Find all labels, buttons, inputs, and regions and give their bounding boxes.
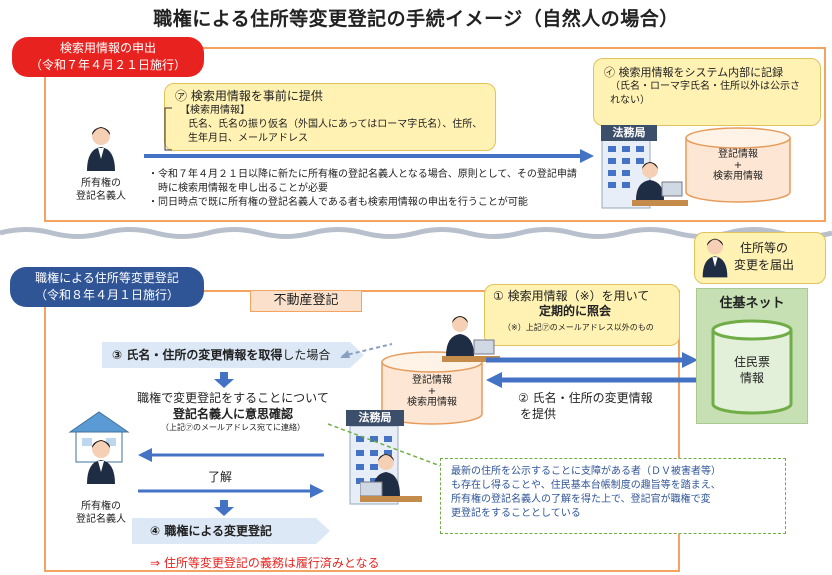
callout-record-search-info: ㋑ 検索用情報をシステム内部に記録 （氏名・ローマ字氏名・住所以外は公示さ れな… (593, 58, 821, 126)
real-estate-registration-label: 不動産登記 (250, 290, 362, 312)
bottom-db-line3: 検索用情報 (407, 397, 457, 408)
top-section-tag: 検索用情報の申出 （令和７年４月２１日施行） (12, 37, 204, 77)
bottom-person-label-2: 登記名義人 (76, 514, 126, 525)
bottom-person-label-1: 所有権の (81, 501, 121, 512)
agree-label: 了解 (208, 470, 233, 484)
bottom-database-cylinder (381, 351, 483, 425)
top-db-line2: + (733, 160, 743, 171)
bottom-office-sign: 法務局 (346, 410, 404, 426)
resident-callout-1: 住所等の (740, 241, 789, 255)
result-text: ⇒ 住所等変更登記の義務は履行済みとなる (150, 556, 380, 570)
step4-bar-shape (132, 518, 330, 544)
juki-database-cylinder (711, 319, 793, 415)
dv-note-3: 所有権の登記名義人の了解を得た上で、登記官が職権で変 (451, 494, 711, 505)
resident-person-icon (702, 238, 728, 278)
top-person-label: 所有権の 登記名義人 (64, 177, 138, 203)
top-person-label-1: 所有権の (81, 178, 121, 189)
dv-note-1: 最新の住所を公示することに支障がある者（ＤＶ被害者等） (451, 466, 721, 477)
section-divider-wave (0, 227, 832, 239)
bottom-person-label: 所有権の 登記名義人 (64, 500, 138, 526)
owner-person-icon-bottom (87, 440, 115, 484)
step3-dashed-arrow (340, 343, 393, 358)
step2-label: ② 氏名・住所の変更情報 を提供 (518, 390, 653, 422)
note-1: ・令和７年４月２１日以降に新たに所有権の登記名義人となる場合、原則として、その登… (148, 169, 577, 180)
top-tag-line2: （令和７年４月２１日施行） (29, 58, 186, 72)
note-3: ・同日時点で既に所有権の登記名義人である者も検索用情報の申出を行うことが可能 (148, 197, 528, 208)
juki-db-line2: 情報 (739, 371, 764, 385)
owner-person-icon (87, 127, 115, 171)
down-arrow-1 (214, 372, 234, 388)
bottom-section-frame (44, 290, 680, 572)
clerk-person-icon (632, 162, 688, 206)
callout-a-body1: 氏名、氏名の振り仮名（外国人にあってはローマ字氏名）、住所、 (188, 119, 483, 130)
dv-note-2: も存在し得ることや、住民基本台帳制度の趣旨等を踏まえ、 (451, 480, 721, 491)
page-title: 職権による住所等変更登記の手続イメージ（自然人の場合） (153, 8, 679, 30)
dv-note-box: 最新の住所を公示することに支障がある者（ＤＶ被害者等） も存在し得ることや、住民… (440, 458, 786, 534)
callout-provide-search-info: ㋐ 検索用情報を事前に提供 (164, 83, 496, 151)
confirm-left-arrow (138, 448, 324, 462)
step4-bar: ④ 職権による変更登記 (150, 524, 272, 538)
top-section-frame (44, 47, 826, 222)
callout-a-body-box: 【検索用情報】 氏名、氏名の振り仮名（外国人にあってはローマ字氏名）、住所、 生… (174, 104, 504, 150)
bottom-tag-line1: 職権による住所等変更登記 (35, 271, 179, 285)
step3-rest: した場合 (282, 348, 331, 362)
note-2: 時に検索用情報を申し出ることが必要 (148, 183, 328, 194)
agree-right-arrow (138, 484, 324, 498)
callout-a-heading: ㋐ 検索用情報を事前に提供 (175, 89, 323, 103)
confirm-line1: 職権で変更登記をすることについて (137, 391, 329, 405)
top-tag-line1: 検索用情報の申出 (59, 41, 156, 55)
clerk-person-icon-bottom (360, 454, 422, 502)
callout-a-label: 【検索用情報】 (180, 105, 250, 116)
top-db-line3: 検索用情報 (713, 171, 763, 182)
resident-callout-text: 住所等の 変更を届出 (734, 240, 794, 274)
top-person-label-2: 登記名義人 (76, 191, 126, 202)
step3-bar: ③ 氏名・住所の変更情報を取得した場合 (112, 346, 330, 364)
bracket-left (164, 107, 172, 151)
callout-b-heading: ㋑ 検索用情報をシステム内部に記録 (604, 66, 784, 79)
juki-db-label: 住民票 情報 (710, 354, 794, 386)
top-notes: ・令和７年４月２１日以降に新たに所有権の登記名義人となる場合、原則として、その登… (148, 168, 608, 210)
step2-line1: ② 氏名・住所の変更情報 (518, 391, 653, 405)
step1-query-arrow (486, 352, 698, 368)
bottom-db-line1: 登記情報 (412, 375, 452, 386)
top-db-line1: 登記情報 (718, 149, 758, 160)
juki-db-line1: 住民票 (733, 355, 770, 369)
bottom-section-tag: 職権による住所等変更登記 （令和８年４月１日施行） (10, 267, 204, 307)
confirm-block: 職権で変更登記をすることについて 登記名義人に意思確認 （上記㋐のメールアドレス… (128, 390, 338, 433)
bottom-db-line2: + (427, 386, 437, 397)
step1-note: （※）上記㋐のメールアドレス以外のもの (503, 323, 654, 332)
step3-bar-shape (102, 342, 364, 368)
step1-line1: ① 検索用情報（※）を用いて (493, 289, 650, 303)
down-arrow-2 (214, 500, 234, 516)
dv-dashed-connector (328, 423, 447, 469)
confirm-line2: 登記名義人に意思確認 (172, 407, 293, 421)
callout-b-body1: （氏名・ローマ字氏名・住所以外は公示さ (610, 81, 800, 92)
callout-a-body2: 生年月日、メールアドレス (188, 133, 308, 144)
top-database-cylinder (685, 127, 791, 203)
step1-callout: ① 検索用情報（※）を用いて 定期的に照会 （※）上記㋐のメールアドレス以外のも… (484, 284, 680, 346)
resident-callout-2: 変更を届出 (734, 258, 795, 272)
step2-line2: を提供 (520, 407, 557, 421)
callout-b-body2: れない） (610, 95, 650, 106)
top-db-label: 登記情報 + 検索用情報 (684, 148, 792, 184)
bottom-tag-line2: （令和８年４月１日施行） (34, 288, 179, 302)
step2-provide-arrow (486, 372, 698, 388)
step3-bold: ③ 氏名・住所の変更情報を取得 (112, 348, 283, 362)
confirm-note: （上記㋐のメールアドレス宛てに連絡） (161, 423, 305, 432)
juki-net-label: 住基ネット (719, 296, 785, 311)
dv-note-4: 更登記をすることとしている (451, 508, 581, 519)
top-flow-arrow (144, 149, 594, 163)
bottom-db-label: 登記情報 + 検索用情報 (380, 374, 484, 410)
step1-line2: 定期的に照会 (539, 304, 612, 318)
clerk-person-icon-step1 (442, 316, 500, 362)
top-office-sign: 法務局 (601, 125, 657, 141)
